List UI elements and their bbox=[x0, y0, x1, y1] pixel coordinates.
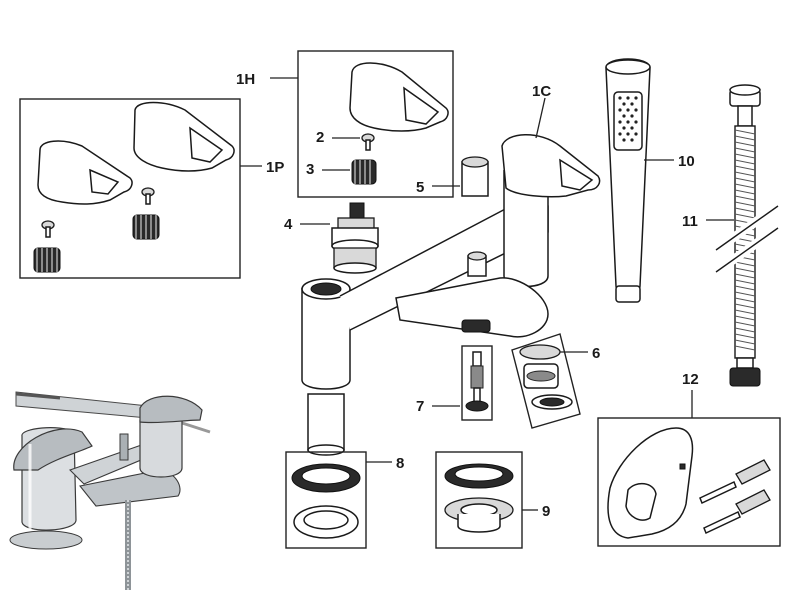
wall-plug-icon bbox=[735, 459, 771, 485]
part-group-8: 8 bbox=[285, 451, 404, 549]
wall-bracket-icon bbox=[607, 427, 694, 539]
hose-icon bbox=[713, 84, 781, 387]
box-9 bbox=[435, 451, 523, 549]
label-3: 3 bbox=[306, 161, 314, 178]
part-group-9: 9 bbox=[435, 451, 550, 549]
box-8 bbox=[285, 451, 367, 549]
tail-shank-icon bbox=[307, 393, 345, 456]
washer-icon bbox=[444, 463, 514, 489]
label-8: 8 bbox=[396, 455, 404, 472]
photo-mixer-icon bbox=[9, 391, 211, 590]
box-1p bbox=[19, 98, 241, 279]
label-7: 7 bbox=[416, 398, 424, 415]
spout-body-icon bbox=[301, 134, 601, 390]
cap-icon bbox=[461, 156, 489, 197]
box-1h bbox=[297, 50, 454, 198]
part-group-1h: 1H 2 3 bbox=[236, 50, 454, 198]
lever-handle-icon bbox=[133, 101, 235, 172]
label-1h: 1H bbox=[236, 71, 255, 88]
label-9: 9 bbox=[542, 503, 550, 520]
screw-icon bbox=[699, 480, 737, 505]
label-10: 10 bbox=[678, 153, 695, 170]
label-4: 4 bbox=[284, 216, 293, 233]
lever-handle-icon bbox=[349, 62, 449, 132]
label-6: 6 bbox=[592, 345, 600, 362]
label-1c: 1C bbox=[532, 83, 551, 100]
screw-icon bbox=[703, 510, 741, 535]
label-11: 11 bbox=[682, 213, 698, 230]
washer-icon bbox=[444, 497, 514, 533]
washer-icon bbox=[291, 463, 361, 493]
splined-adaptor-icon bbox=[132, 214, 160, 240]
diverter-icon bbox=[461, 345, 493, 421]
part-group-1p: 1P bbox=[19, 98, 284, 279]
washer-icon bbox=[293, 505, 359, 539]
splined-adaptor-icon bbox=[33, 247, 61, 273]
filter-icon bbox=[511, 333, 581, 429]
screw-icon bbox=[41, 220, 55, 238]
wall-plug-icon bbox=[735, 489, 771, 515]
label-2: 2 bbox=[316, 129, 324, 146]
cartridge-icon bbox=[331, 202, 379, 274]
shower-handset-icon bbox=[605, 58, 651, 303]
label-5: 5 bbox=[416, 179, 424, 196]
part-group-12: 12 bbox=[597, 371, 781, 547]
screw-icon bbox=[141, 187, 155, 205]
screw-icon bbox=[361, 133, 375, 151]
label-1p: 1P bbox=[266, 159, 284, 176]
lever-handle-icon bbox=[37, 140, 133, 205]
box-12 bbox=[597, 417, 781, 547]
splined-adaptor-icon bbox=[351, 159, 377, 185]
label-12: 12 bbox=[682, 371, 699, 388]
